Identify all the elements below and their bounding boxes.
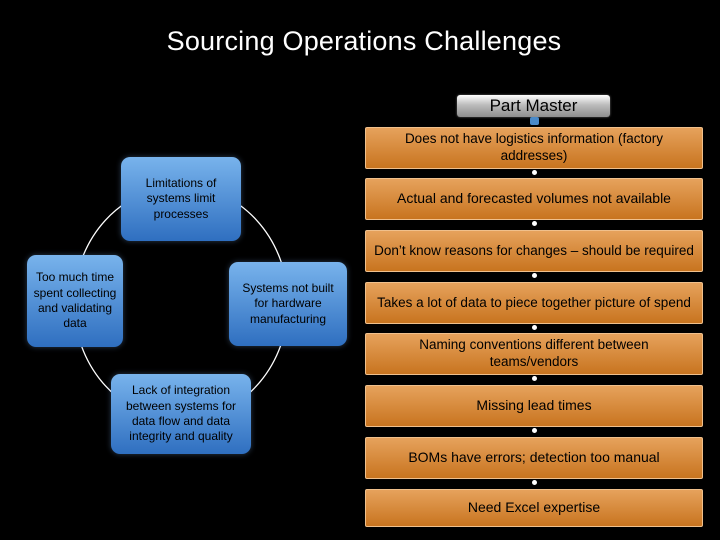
cycle-bubble-top: Limitations of systems limit processes	[121, 157, 241, 241]
issue-box-lead-times: Missing lead times	[365, 385, 703, 427]
connector-dot-icon	[532, 428, 537, 433]
cycle-bubble-right: Systems not built for hardware manufactu…	[229, 262, 347, 346]
part-master-connector-icon	[530, 117, 539, 125]
process-center-label-text: Process	[165, 278, 189, 354]
part-master-box: Part Master	[457, 95, 610, 117]
issue-text: BOMs have errors; detection too manual	[408, 449, 660, 466]
cycle-bubble-bottom: Lack of integration between systems for …	[111, 374, 251, 454]
issue-box-volumes: Actual and forecasted volumes not availa…	[365, 178, 703, 220]
cycle-bubble-left-text: Too much time spent collecting and valid…	[33, 270, 117, 331]
part-master-label: Part Master	[489, 96, 578, 115]
issue-box-naming: Naming conventions different between tea…	[365, 333, 703, 375]
connector-dot-icon	[532, 170, 537, 175]
page-title: Sourcing Operations Challenges	[166, 26, 562, 56]
issue-text: Naming conventions different between tea…	[419, 337, 649, 369]
issue-text: Actual and forecasted volumes not availa…	[397, 190, 671, 207]
issue-text: Need Excel expertise	[467, 499, 601, 516]
connector-dot-icon	[532, 221, 537, 226]
cycle-bubble-left: Too much time spent collecting and valid…	[27, 255, 123, 347]
connector-dot-icon	[532, 480, 537, 485]
cycle-bubble-top-text: Limitations of systems limit processes	[145, 175, 217, 221]
issue-text: Don’t know reasons for changes – should …	[374, 242, 694, 258]
issue-text: Missing lead times	[476, 397, 592, 414]
issue-box-reasons: Don’t know reasons for changes – should …	[365, 230, 703, 272]
connector-dot-icon	[532, 376, 537, 381]
process-center-label: Process	[157, 270, 197, 362]
connector-dot-icon	[532, 273, 537, 278]
issue-box-spend: Takes a lot of data to piece together pi…	[365, 282, 703, 324]
connector-dot-icon	[532, 325, 537, 330]
issue-text: Takes a lot of data to piece together pi…	[377, 294, 691, 310]
cycle-bubble-right-text: Systems not built for hardware manufactu…	[242, 280, 334, 326]
cycle-bubble-bottom-text: Lack of integration between systems for …	[125, 383, 237, 444]
issue-box-excel: Need Excel expertise	[365, 489, 703, 527]
issue-box-boms: BOMs have errors; detection too manual	[365, 437, 703, 479]
issue-text: Does not have logistics information (fac…	[404, 131, 664, 163]
issue-box-logistics: Does not have logistics information (fac…	[365, 127, 703, 169]
